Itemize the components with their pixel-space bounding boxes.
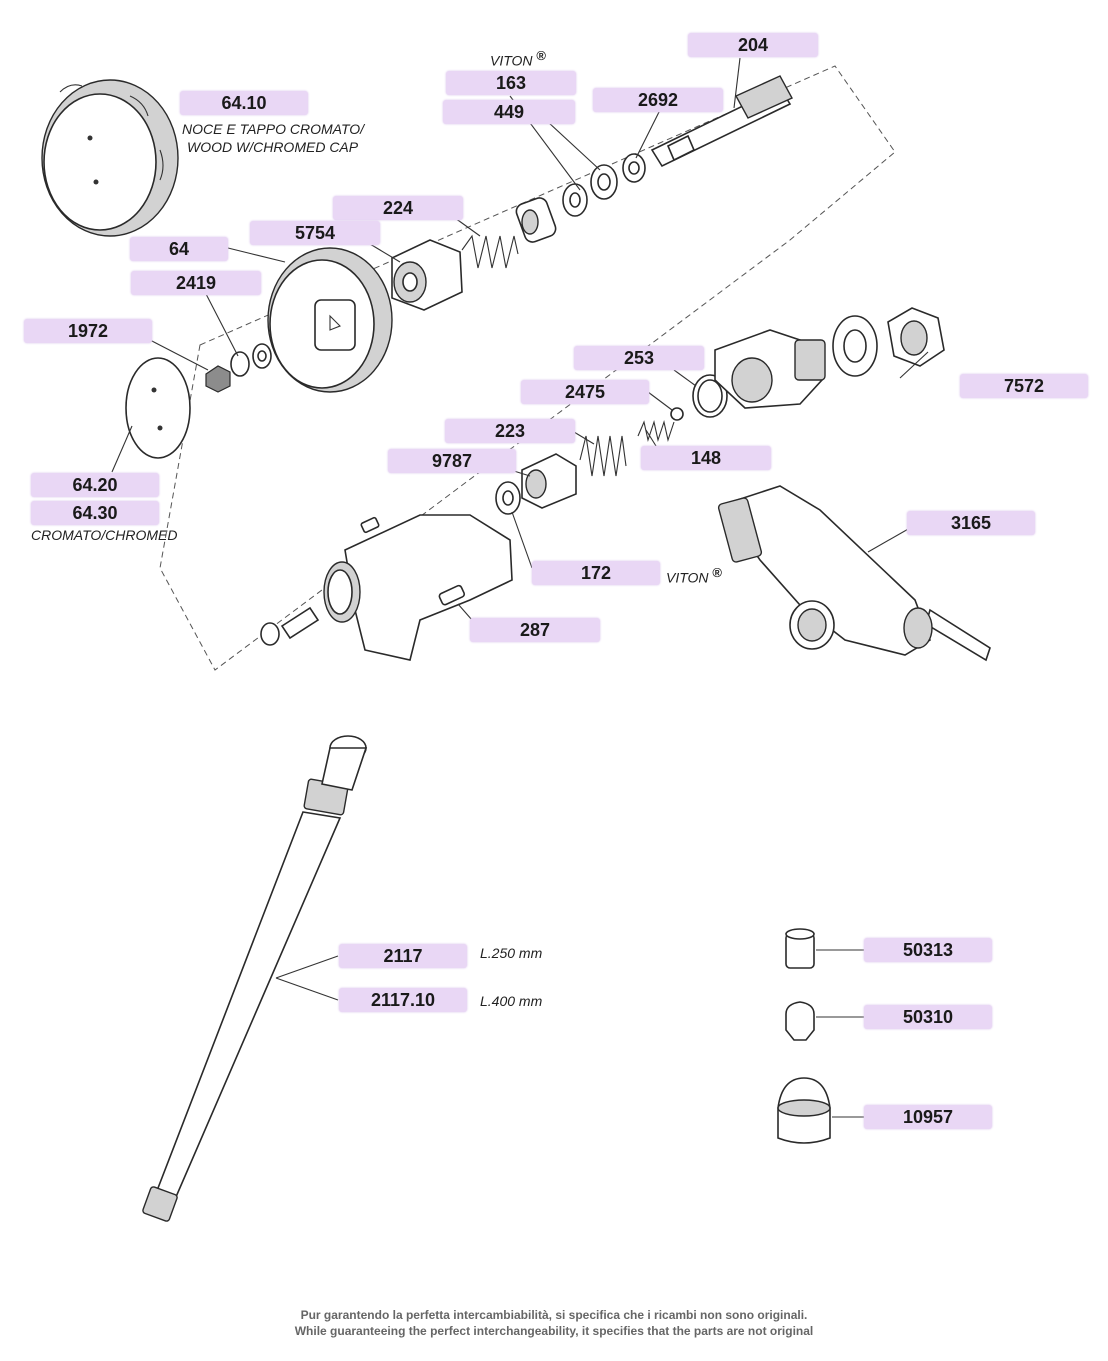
part-label-2475: 2475 <box>521 380 649 404</box>
part-nut-7572 <box>887 307 945 367</box>
part-label-2117-10: 2117.10 <box>339 988 467 1012</box>
assembly-boundary <box>159 65 896 671</box>
part-label-64-20: 64.20 <box>31 473 159 497</box>
part-label-172: 172 <box>532 561 660 585</box>
part-bushing <box>515 197 557 243</box>
part-tube-2117 <box>142 735 368 1222</box>
part-label-5754: 5754 <box>250 221 380 245</box>
part-label-2692: 2692 <box>593 88 723 112</box>
part-spring-148 <box>637 419 675 443</box>
part-spring-224 <box>461 234 519 269</box>
registered-mark: ® <box>712 565 723 580</box>
part-label-50313: 50313 <box>864 938 992 962</box>
part-label-64-30: 64.30 <box>31 501 159 525</box>
part-label-7572: 7572 <box>960 374 1088 398</box>
note-viton-bottom: VITON ® <box>666 565 722 586</box>
part-label-10957: 10957 <box>864 1105 992 1129</box>
viton-text: VITON <box>666 569 709 586</box>
part-nut-small <box>205 365 231 393</box>
footer-disclaimer-italian: Pur garantendo la perfetta intercambiabi… <box>300 1308 808 1322</box>
part-label-1972: 1972 <box>24 319 152 343</box>
footer-disclaimer-english: While guaranteeing the perfect interchan… <box>294 1324 814 1338</box>
part-label-64-10: 64.10 <box>180 91 308 115</box>
part-50313 <box>785 928 815 969</box>
part-nut-9787 <box>521 453 577 509</box>
part-label-449: 449 <box>443 100 575 124</box>
part-10957 <box>777 1077 831 1144</box>
note-noce-line2: WOOD W/CHROMED CAP <box>187 139 359 155</box>
part-ball-2475 <box>670 407 684 421</box>
part-label-3165: 3165 <box>907 511 1035 535</box>
part-spring-223 <box>579 435 627 477</box>
part-flange-body <box>714 329 826 409</box>
part-knob <box>267 247 393 393</box>
leader-lines <box>111 57 929 1118</box>
note-length-400: L.400 mm <box>480 993 543 1009</box>
note-viton-top: VITON ® <box>490 48 546 69</box>
part-knob-chromed-cap <box>41 79 179 237</box>
viton-text: VITON <box>490 52 533 69</box>
part-label-9787: 9787 <box>388 449 516 473</box>
part-hex-nut-5754 <box>391 239 463 311</box>
part-50310 <box>785 1001 815 1041</box>
part-stem-204 <box>650 75 793 168</box>
part-label-2419: 2419 <box>131 271 261 295</box>
registered-mark: ® <box>536 48 547 63</box>
part-star-washer <box>832 315 878 377</box>
part-label-253: 253 <box>574 346 704 370</box>
part-label-2117: 2117 <box>339 944 467 968</box>
part-star-washer-2419 <box>230 351 250 377</box>
part-label-223: 223 <box>445 419 575 443</box>
part-valve-body-3165 <box>717 485 991 662</box>
note-noce-line1: NOCE E TAPPO CROMATO/ <box>182 121 365 137</box>
part-cap-disc <box>125 357 191 459</box>
part-label-287: 287 <box>470 618 600 642</box>
part-label-163: 163 <box>446 71 576 95</box>
part-label-148: 148 <box>641 446 771 470</box>
note-length-250: L.250 mm <box>480 945 543 961</box>
part-label-64: 64 <box>130 237 228 261</box>
part-label-204: 204 <box>688 33 818 57</box>
part-label-224: 224 <box>333 196 463 220</box>
note-cromato: CROMATO/CHROMED <box>31 527 178 543</box>
part-group-body <box>260 514 513 661</box>
part-label-50310: 50310 <box>864 1005 992 1029</box>
